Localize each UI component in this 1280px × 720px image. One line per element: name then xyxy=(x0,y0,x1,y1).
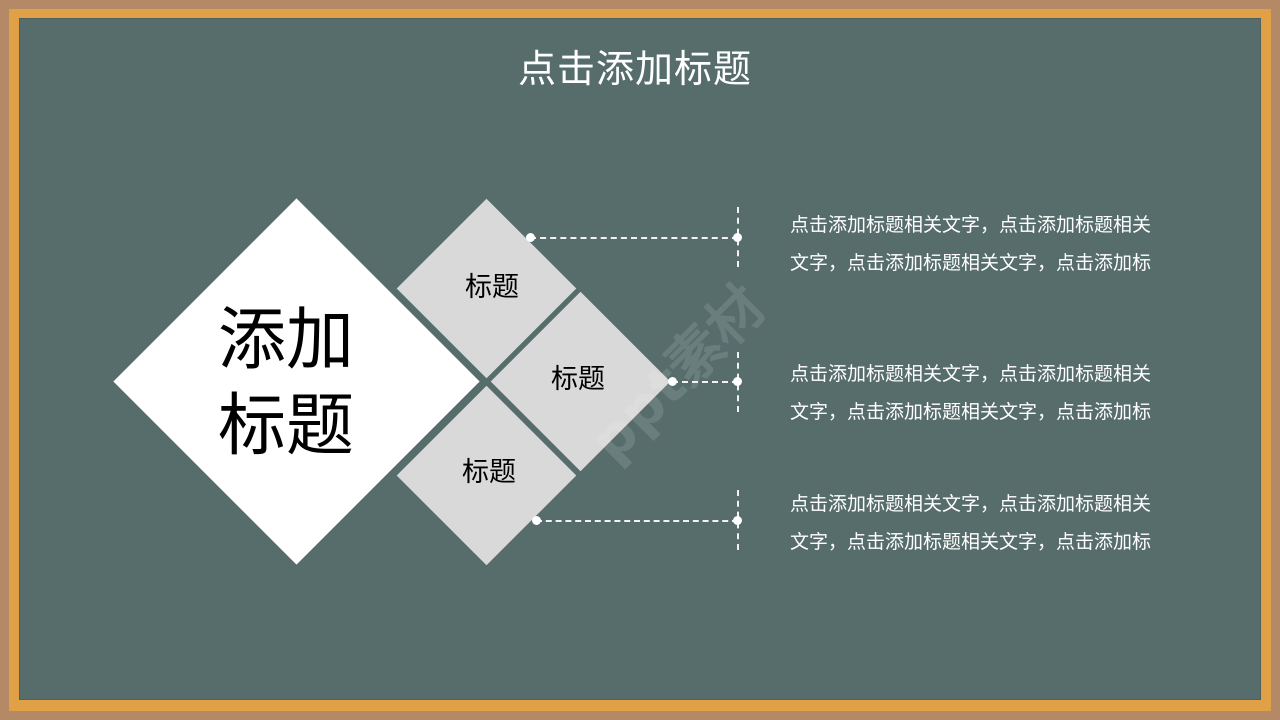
center-label[interactable]: 添加 标题 xyxy=(196,298,376,470)
description-2-line-1: 点击添加标题相关文字，点击添加标题相关 xyxy=(790,363,1152,385)
description-1-line-2: 文字，点击添加标题相关文字，点击添加标 xyxy=(790,252,1152,274)
description-3-line-1: 点击添加标题相关文字，点击添加标题相关 xyxy=(790,493,1152,515)
connector-line-3 xyxy=(536,520,738,522)
connector-line-1 xyxy=(530,237,738,239)
description-block-3[interactable]: 点击添加标题相关文字，点击添加标题相关 文字，点击添加标题相关文字，点击添加标 xyxy=(790,485,1210,561)
connector-line-2 xyxy=(672,381,738,383)
connector-dot-end-3 xyxy=(733,516,742,525)
diamond-label-2[interactable]: 标题 xyxy=(551,364,605,395)
connector-dot-end-1 xyxy=(733,233,742,242)
connector-dot-start-1 xyxy=(526,233,535,242)
center-label-line-1: 添加 xyxy=(217,301,354,380)
connector-dot-start-2 xyxy=(668,377,677,386)
description-3-line-2: 文字，点击添加标题相关文字，点击添加标 xyxy=(790,531,1152,553)
description-1-line-1: 点击添加标题相关文字，点击添加标题相关 xyxy=(790,214,1152,236)
center-label-line-2: 标题 xyxy=(217,387,354,466)
diamond-label-1[interactable]: 标题 xyxy=(465,272,519,303)
slide-title[interactable]: 点击添加标题 xyxy=(517,47,752,91)
connector-dot-end-2 xyxy=(733,377,742,386)
description-block-1[interactable]: 点击添加标题相关文字，点击添加标题相关 文字，点击添加标题相关文字，点击添加标 xyxy=(790,206,1210,282)
diamond-label-3[interactable]: 标题 xyxy=(462,457,516,488)
description-block-2[interactable]: 点击添加标题相关文字，点击添加标题相关 文字，点击添加标题相关文字，点击添加标 xyxy=(790,355,1210,431)
connector-dot-start-3 xyxy=(532,516,541,525)
description-2-line-2: 文字，点击添加标题相关文字，点击添加标 xyxy=(790,401,1152,423)
